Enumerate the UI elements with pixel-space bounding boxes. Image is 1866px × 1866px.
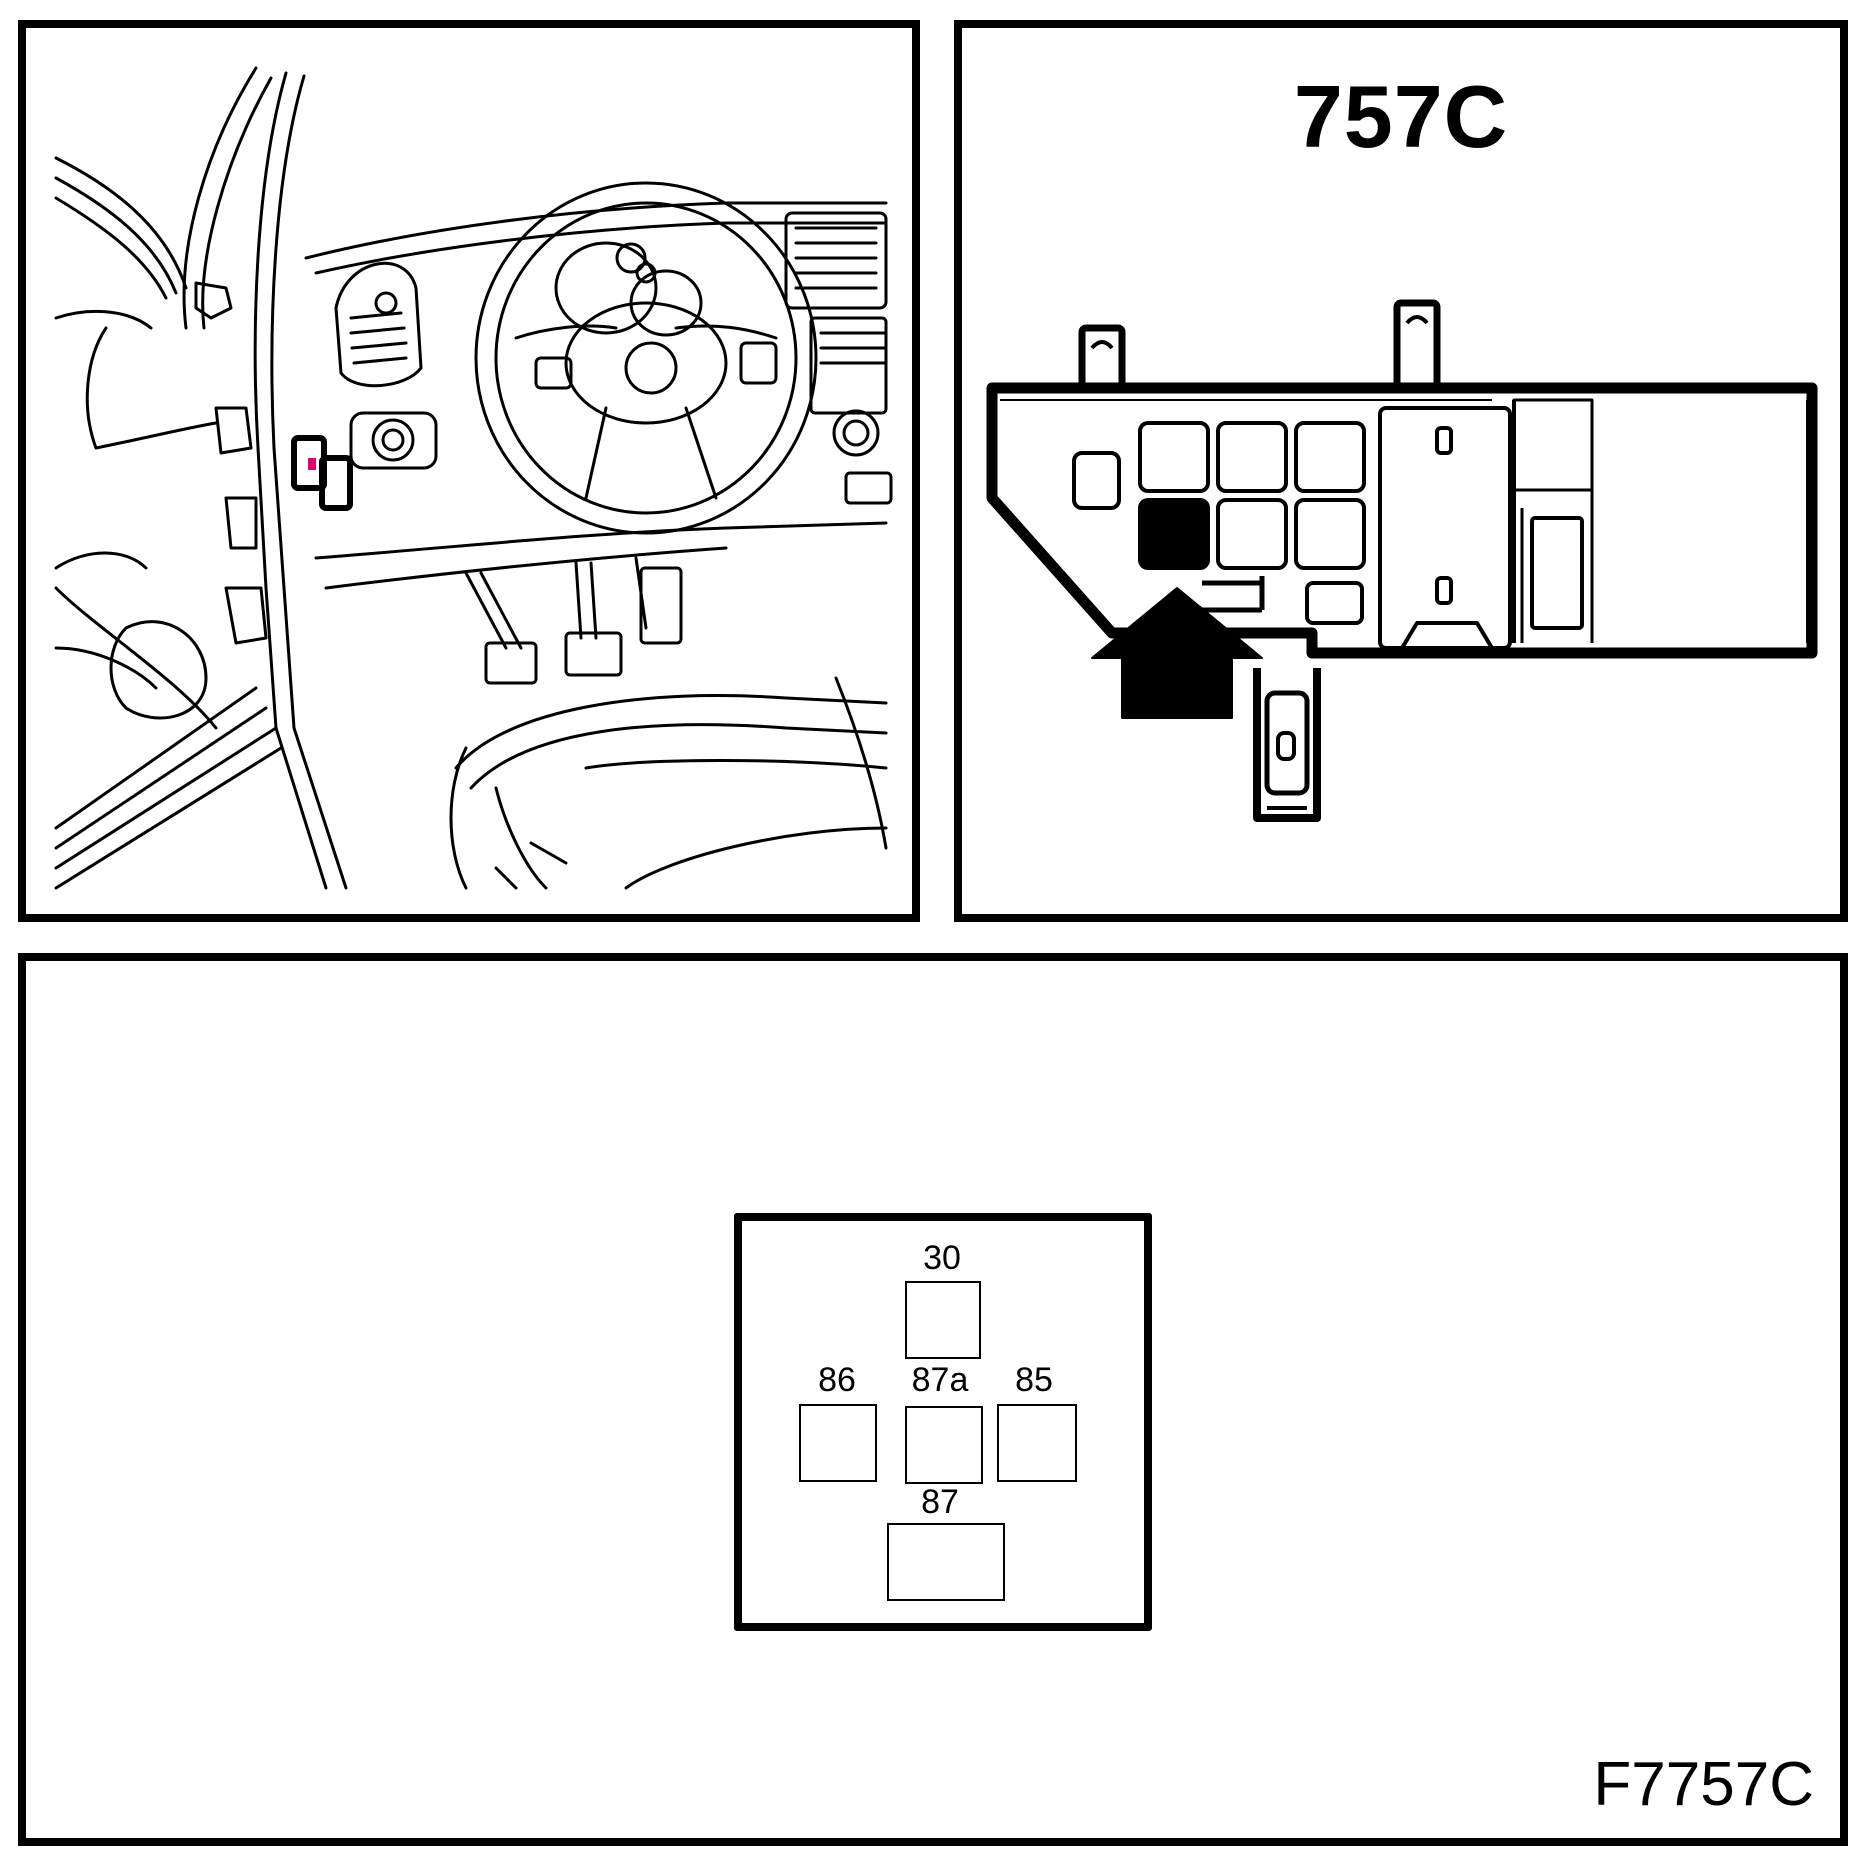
figure-code: F7757C xyxy=(1593,1750,1814,1819)
vehicle-interior-panel xyxy=(18,20,920,922)
fuse-box-illustration xyxy=(986,299,1818,822)
pin-30 xyxy=(905,1281,981,1359)
location-marker xyxy=(308,458,316,470)
highlighted-relay xyxy=(1138,498,1210,570)
pin-label-87a: 87a xyxy=(911,1361,969,1399)
pin-86 xyxy=(799,1404,877,1482)
pin-label-85: 85 xyxy=(1015,1361,1053,1399)
location-arrow xyxy=(1091,587,1263,719)
pin-label-86: 86 xyxy=(818,1361,856,1399)
pin-87a xyxy=(905,1406,983,1484)
pin-label-87: 87 xyxy=(921,1483,959,1521)
dashboard-illustration xyxy=(54,66,893,890)
relay-location-panel: 757C xyxy=(954,20,1848,922)
relay-pinout: 30 86 87a 85 87 xyxy=(734,1213,1152,1631)
pin-label-30: 30 xyxy=(923,1239,961,1277)
relay-pinout-panel: 30 86 87a 85 87 F7757C xyxy=(18,953,1848,1846)
pin-87 xyxy=(887,1523,1005,1601)
location-title: 757C xyxy=(1293,67,1509,166)
pin-85 xyxy=(997,1404,1077,1482)
